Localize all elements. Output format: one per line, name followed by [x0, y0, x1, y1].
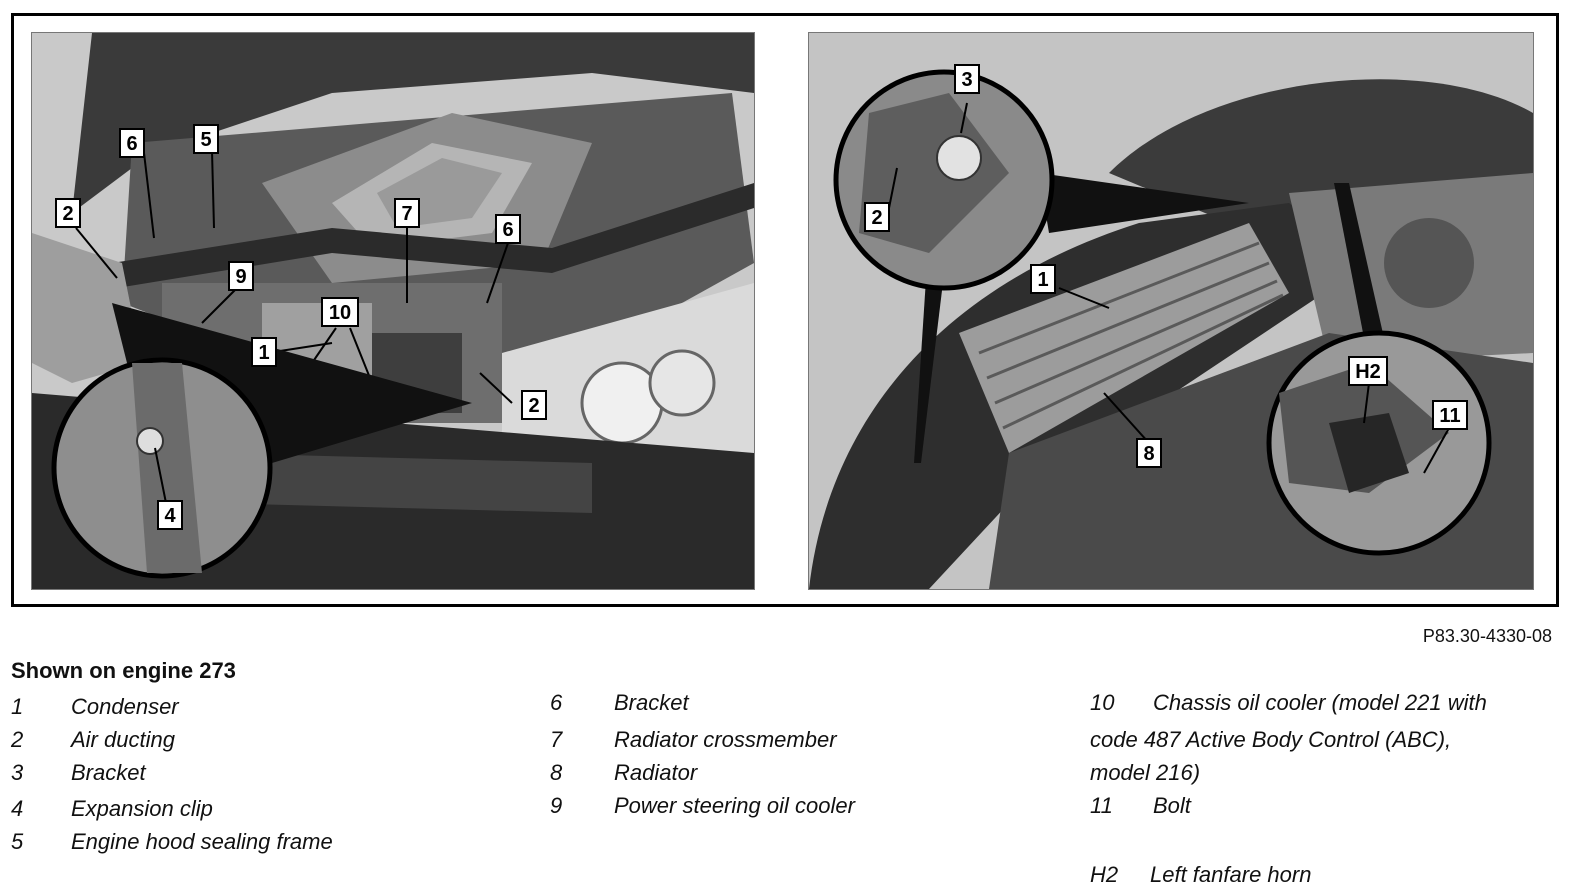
legend-text: Bracket	[71, 760, 146, 785]
legend-column-3: 10 Chassis oil cooler (model 221 with co…	[1090, 690, 1560, 890]
callout-11: 11	[1439, 405, 1460, 427]
figure-reference: P83.30-4330-08	[1422, 626, 1552, 646]
legend-text: Condenser	[71, 694, 179, 719]
legend-text: Radiator crossmember	[614, 727, 837, 752]
legend-text: Expansion clip	[71, 796, 213, 821]
callout-6b: 6	[502, 219, 513, 241]
legend-number: H2	[1090, 862, 1119, 887]
legend-text: Radiator	[614, 760, 698, 785]
legend-column-1: 1 Condenser 2 Air ducting 3 Bracket 4 Ex…	[11, 690, 531, 870]
legend-number: 8	[550, 760, 563, 785]
engine-bay-illustration: 6 5 2 7 6 9 10 1 2 4	[32, 33, 754, 589]
legend-text: Chassis oil cooler (model 221 with	[1153, 690, 1487, 715]
callout-2b: 2	[528, 395, 539, 417]
legend-text: Engine hood sealing frame	[71, 829, 333, 854]
callout-2: 2	[62, 203, 73, 225]
legend-text: Air ducting	[71, 727, 175, 752]
radiator-illustration: 3 2 1 8 H2 11	[809, 33, 1533, 589]
callout-6: 6	[126, 133, 137, 155]
callout-3: 3	[961, 69, 972, 91]
engine-bay-photo-left: 6 5 2 7 6 9 10 1 2 4	[31, 32, 755, 590]
callout-4: 4	[164, 505, 176, 527]
legend-number: 7	[550, 727, 563, 752]
legend-text: Bracket	[614, 690, 689, 715]
legend-column-2: 6 Bracket 7 Radiator crossmember 8 Radia…	[550, 690, 1070, 830]
legend-number: 4	[11, 796, 24, 821]
legend-number: 10	[1090, 690, 1115, 715]
callout-2: 2	[871, 207, 882, 229]
callout-markers-right: 3 2 1 8 H2 11	[864, 64, 1468, 468]
legend-number: 3	[11, 760, 24, 785]
legend-text: Left fanfare horn	[1150, 862, 1312, 887]
legend-number: 5	[11, 829, 24, 854]
legend-number: 6	[550, 690, 563, 715]
legend-text: Bolt	[1153, 793, 1191, 818]
radiator-photo-right: 3 2 1 8 H2 11	[808, 32, 1534, 590]
callout-markers-left: 6 5 2 7 6 9 10 1 2 4	[55, 124, 547, 530]
callout-7: 7	[401, 203, 412, 225]
callout-9: 9	[235, 266, 246, 288]
callout-10: 10	[329, 302, 351, 324]
callout-8: 8	[1143, 443, 1154, 465]
legend-number: 9	[550, 793, 563, 818]
legend-number: 2	[11, 727, 24, 752]
legend-text: model 216)	[1090, 760, 1201, 785]
legend-text: Power steering oil cooler	[614, 793, 855, 818]
callout-h2: H2	[1355, 361, 1381, 383]
callout-1: 1	[258, 342, 269, 364]
legend-number: 1	[11, 694, 24, 719]
callout-1: 1	[1037, 269, 1048, 291]
callout-5: 5	[200, 129, 211, 151]
legend-title: Shown on engine 273	[11, 658, 236, 683]
legend-number: 11	[1090, 793, 1113, 818]
legend-text: code 487 Active Body Control (ABC),	[1090, 727, 1452, 752]
